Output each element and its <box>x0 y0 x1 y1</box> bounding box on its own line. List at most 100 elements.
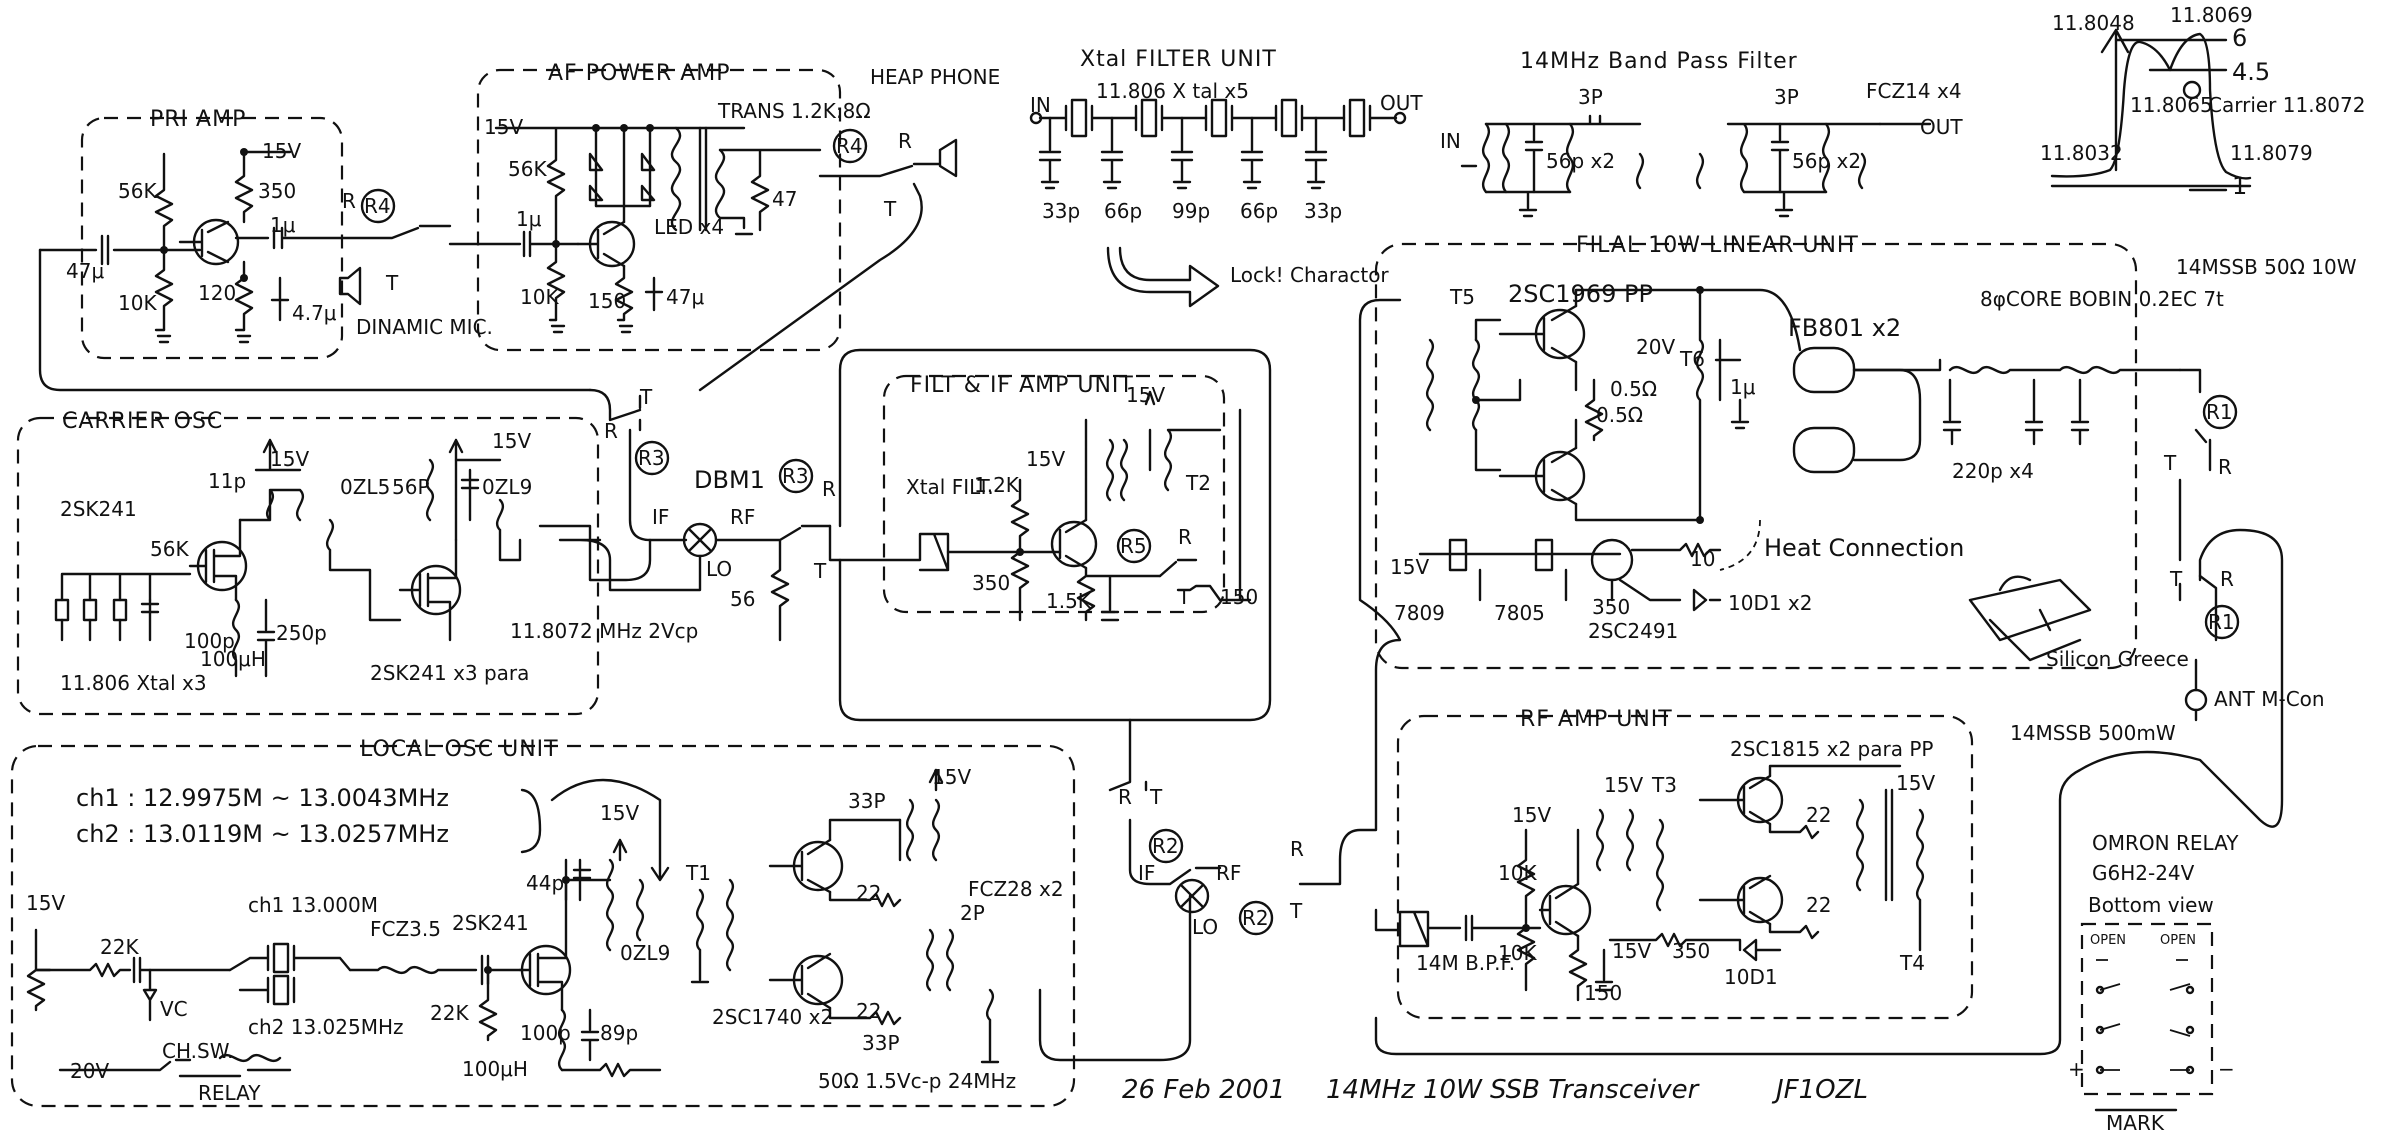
cap220-label: 220p x4 <box>1952 459 2034 483</box>
xtal-filter-circuit: IN OUT 11.806 X tal x5 33p 66p 99p 66p 3… <box>1029 79 1423 308</box>
r05a: 0.5Ω <box>1610 377 1657 401</box>
carrier-osc-title: CARRIER OSC <box>62 409 223 434</box>
c1u-af: 1μ <box>516 207 542 231</box>
lo-label-2: LO <box>1192 915 1218 939</box>
xtal-cap-4: 33p <box>1304 199 1342 223</box>
r22k-lo2: 22K <box>430 1001 469 1025</box>
v15-lo3: 15V <box>932 765 971 789</box>
led-label: LED x4 <box>654 215 724 239</box>
omron-relay: OMRON RELAY G6H2-24V Bottom view OPEN OP… <box>2068 831 2239 1134</box>
t-dbm: T <box>813 559 827 583</box>
r-dbm: R <box>822 477 836 501</box>
bpf-title: 14MHz Band Pass Filter <box>1520 49 1798 74</box>
bpf14-label: 14M B.P.F. <box>1416 951 1515 975</box>
relay-title: OMRON RELAY <box>2092 831 2239 855</box>
carrier-fet-para-label: 2SK241 x3 para <box>370 661 529 685</box>
r22-rf1: 22 <box>1806 803 1831 827</box>
dinamic-mic-label: DINAMIC MIC. <box>356 315 493 339</box>
r22k-lo: 22K <box>100 935 139 959</box>
if-label: IF <box>652 505 669 529</box>
pp-label: 2SC1969 PP <box>1508 280 1653 308</box>
v15-rf4: 15V <box>1612 939 1651 963</box>
xtal-cap-1: 66p <box>1104 199 1142 223</box>
t5-label: T5 <box>1449 285 1475 309</box>
fb801-label: FB801 x2 <box>1788 314 1901 342</box>
v15-lo2: 15V <box>600 801 639 825</box>
r47-label: 47 <box>772 187 797 211</box>
v15-af: 15V <box>484 115 523 139</box>
xtal-out: OUT <box>1380 91 1423 115</box>
date-label: 26 Feb 2001 <box>1122 1075 1285 1105</box>
bpf-56-b: 56p x2 <box>1792 149 1861 173</box>
freq-b: 11.8069 <box>2170 3 2253 27</box>
r22-rf2: 22 <box>1806 893 1831 917</box>
c100p-co: 100p <box>184 629 235 653</box>
t-r3: T <box>639 385 653 409</box>
t2-label: T2 <box>1185 471 1211 495</box>
headphone: R4 HEAP PHONE R T <box>698 65 1000 392</box>
r2-marker-1: R2 <box>1152 834 1179 858</box>
interconnect-wires <box>838 298 2284 1062</box>
r350-final: 350 <box>1592 595 1630 619</box>
local-osc-box <box>10 744 1076 1108</box>
r350-if: 350 <box>972 571 1010 595</box>
t6-label: T6 <box>1679 347 1705 371</box>
pri-amp-circuit: 15V 56K 350 10K 120 1μ 47μ 4.7μ <box>38 139 592 392</box>
c11p-label: 11p <box>208 469 246 493</box>
xtal-filter-title: Xtal FILTER UNIT <box>1080 47 1277 72</box>
trans-label: TRANS 1.2K:8Ω <box>717 99 871 123</box>
headphone-label: HEAP PHONE <box>870 65 1000 89</box>
lo-fet-label: 2SK241 <box>452 911 529 935</box>
carrier-osc-box <box>16 416 600 716</box>
c47-label: 4.7μ <box>292 301 337 325</box>
bpf-circuit: IN OUT 3P 3P 56p x2 56p x2 FCZ14 x4 <box>1440 79 1963 218</box>
freq-e: 11.8079 <box>2230 141 2313 165</box>
ch1-xtal: ch1 13.000M <box>248 893 378 917</box>
xtal-line-label: 11.806 X tal x5 <box>1096 79 1249 103</box>
chsw-label: CH.SW. <box>162 1039 234 1063</box>
lvl-45: 4.5 <box>2232 58 2270 86</box>
if-label-2: IF <box>1138 861 1155 885</box>
v15-co2: 15V <box>492 429 531 453</box>
bpf-out: OUT <box>1920 115 1963 139</box>
xtal-cap-2: 99p <box>1172 199 1210 223</box>
title-label: 14MHz 10W SSB Transceiver <box>1326 1075 1701 1105</box>
xtal-cap-0: 33p <box>1042 199 1080 223</box>
r22-lo2: 22 <box>856 999 881 1023</box>
r-r1: R <box>2218 455 2232 479</box>
relay-open-1: OPEN <box>2090 933 2126 948</box>
v15-rf3: 15V <box>1896 771 1935 795</box>
t-label-mic: T <box>385 271 399 295</box>
bobin-label: 8φCORE BOBIN 0.2EC 7t <box>1980 287 2224 311</box>
c33p-lo2: 33P <box>862 1031 900 1055</box>
c89p-lo: 89p <box>600 1021 638 1045</box>
carrier-osc-circuit: 2SK241 11p 56K 15V 100p 250p 100μH 0ZL5 … <box>54 429 698 695</box>
r10k-rf1: 10K <box>1498 861 1537 885</box>
v20-lo: 20V <box>70 1059 109 1083</box>
vc-label: VC <box>160 997 188 1021</box>
relay-minus: − <box>2218 1057 2235 1081</box>
r15k-if: 1.5K <box>1046 589 1092 613</box>
ch2-xtal: ch2 13.025MHz <box>248 1015 404 1039</box>
antenna-relay: R1 T R R1 T R ANT M-Con 14MSSB 500mW <box>2010 368 2325 745</box>
r1-marker-2: R1 <box>2208 610 2235 634</box>
r100k-co: 100μH <box>200 647 266 671</box>
af-amp-circuit: 15V 56K 1μ 10K 150 47μ LED x4 TRANS 1.2K… <box>448 99 871 334</box>
r2-marker-2: R2 <box>1242 906 1269 930</box>
diode-label: 10D1 x2 <box>1728 591 1813 615</box>
rf-amp-circuit: 14M B.P.F. 15V 10K 10K 150 15V T3 2SC181… <box>1374 737 1935 1005</box>
ozl9b-label: 0ZL9 <box>620 941 670 965</box>
callsign-label: JF1OZL <box>1771 1075 1868 1105</box>
filt-if-box <box>882 374 1226 614</box>
r4-marker-2: R4 <box>836 134 863 158</box>
r-r2: R <box>1118 785 1132 809</box>
r350-rf: 350 <box>1672 939 1710 963</box>
c33p-lo: 33P <box>848 789 886 813</box>
xtal-cap-3: 66p <box>1240 199 1278 223</box>
r10k-label: 10K <box>118 291 157 315</box>
v15-if: 15V <box>1026 447 1065 471</box>
tr2491-label: 2SC2491 <box>1588 619 1678 643</box>
rf-label-2: RF <box>1216 861 1241 885</box>
carrier-fet-label: 2SK241 <box>60 497 137 521</box>
